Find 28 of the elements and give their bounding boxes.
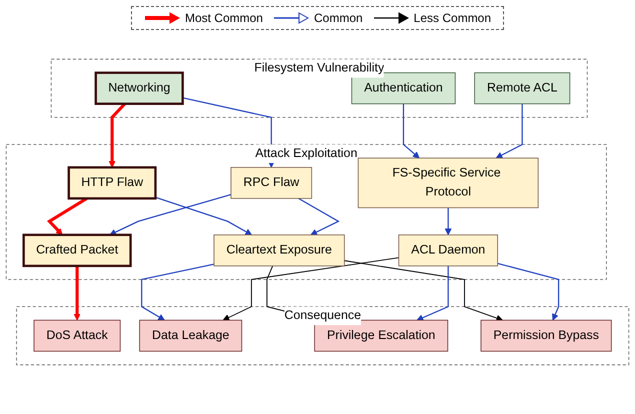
node-box: HTTP Flaw — [68, 166, 157, 200]
node-box: Remote ACL — [474, 72, 570, 104]
legend-text: Most Common — [184, 11, 263, 25]
arrow — [416, 266, 449, 321]
legend-text: Less Common — [414, 11, 492, 25]
node-box: FS-Specific Service Protocol — [358, 158, 539, 208]
node-box: ACL Daemon — [398, 234, 498, 266]
arrow — [74, 266, 81, 321]
arrow — [109, 194, 232, 236]
arrow — [141, 264, 214, 321]
node-box: Crafted Packet — [22, 234, 132, 268]
node-box: Data Leakage — [139, 320, 242, 352]
legend-text: Common — [314, 11, 363, 25]
arrow — [46, 197, 88, 236]
node-box: Permission Bypass — [480, 320, 612, 352]
arrow — [496, 104, 523, 158]
arrow — [155, 196, 252, 236]
arrow — [298, 198, 340, 236]
node-box: Networking — [94, 72, 184, 105]
arrow — [444, 208, 452, 236]
arrow — [108, 102, 126, 168]
node-box: RPC Flaw — [230, 167, 312, 199]
arrow — [497, 262, 560, 321]
node-box: Cleartext Exposure — [214, 234, 345, 266]
node-box: Privilege Escalation — [314, 320, 448, 352]
arrow — [402, 104, 420, 158]
node-box: DoS Attack — [34, 320, 121, 352]
arrow — [344, 260, 503, 322]
